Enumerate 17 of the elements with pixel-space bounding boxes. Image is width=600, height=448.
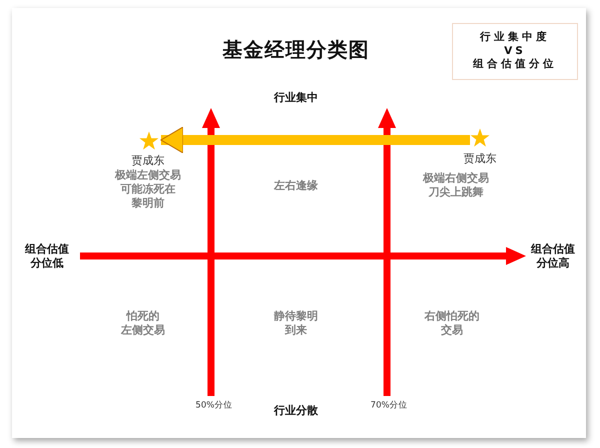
tick-label: 50%分位 [196, 400, 232, 412]
person-name: 贾成东 [464, 152, 496, 166]
title: 基金经理分类图 [222, 38, 370, 62]
quadrant-text: 怕死的左侧交易 [121, 309, 165, 337]
tick-label: 70%分位 [370, 400, 408, 412]
quadrant-text: 静待黎明到来 [274, 309, 318, 337]
info-box: 行业集中度VS组合估值分位 [452, 23, 578, 80]
axis-label: 组合估值分位高 [531, 242, 575, 270]
quadrant-text: 极端右侧交易刀尖上跳舞 [423, 171, 489, 199]
axis-label: 组合估值分位低 [25, 242, 69, 270]
axis-label: 行业分散 [274, 404, 318, 418]
person-name: 贾成东 [132, 154, 164, 168]
axis-label: 行业集中 [274, 91, 318, 105]
quadrant-text: 左右逢缘 [274, 179, 318, 193]
arrow [160, 126, 470, 154]
quadrant-text: 右侧怕死的交易 [424, 309, 480, 337]
note-text: 极端左侧交易可能冻死在黎明前 [115, 168, 181, 210]
